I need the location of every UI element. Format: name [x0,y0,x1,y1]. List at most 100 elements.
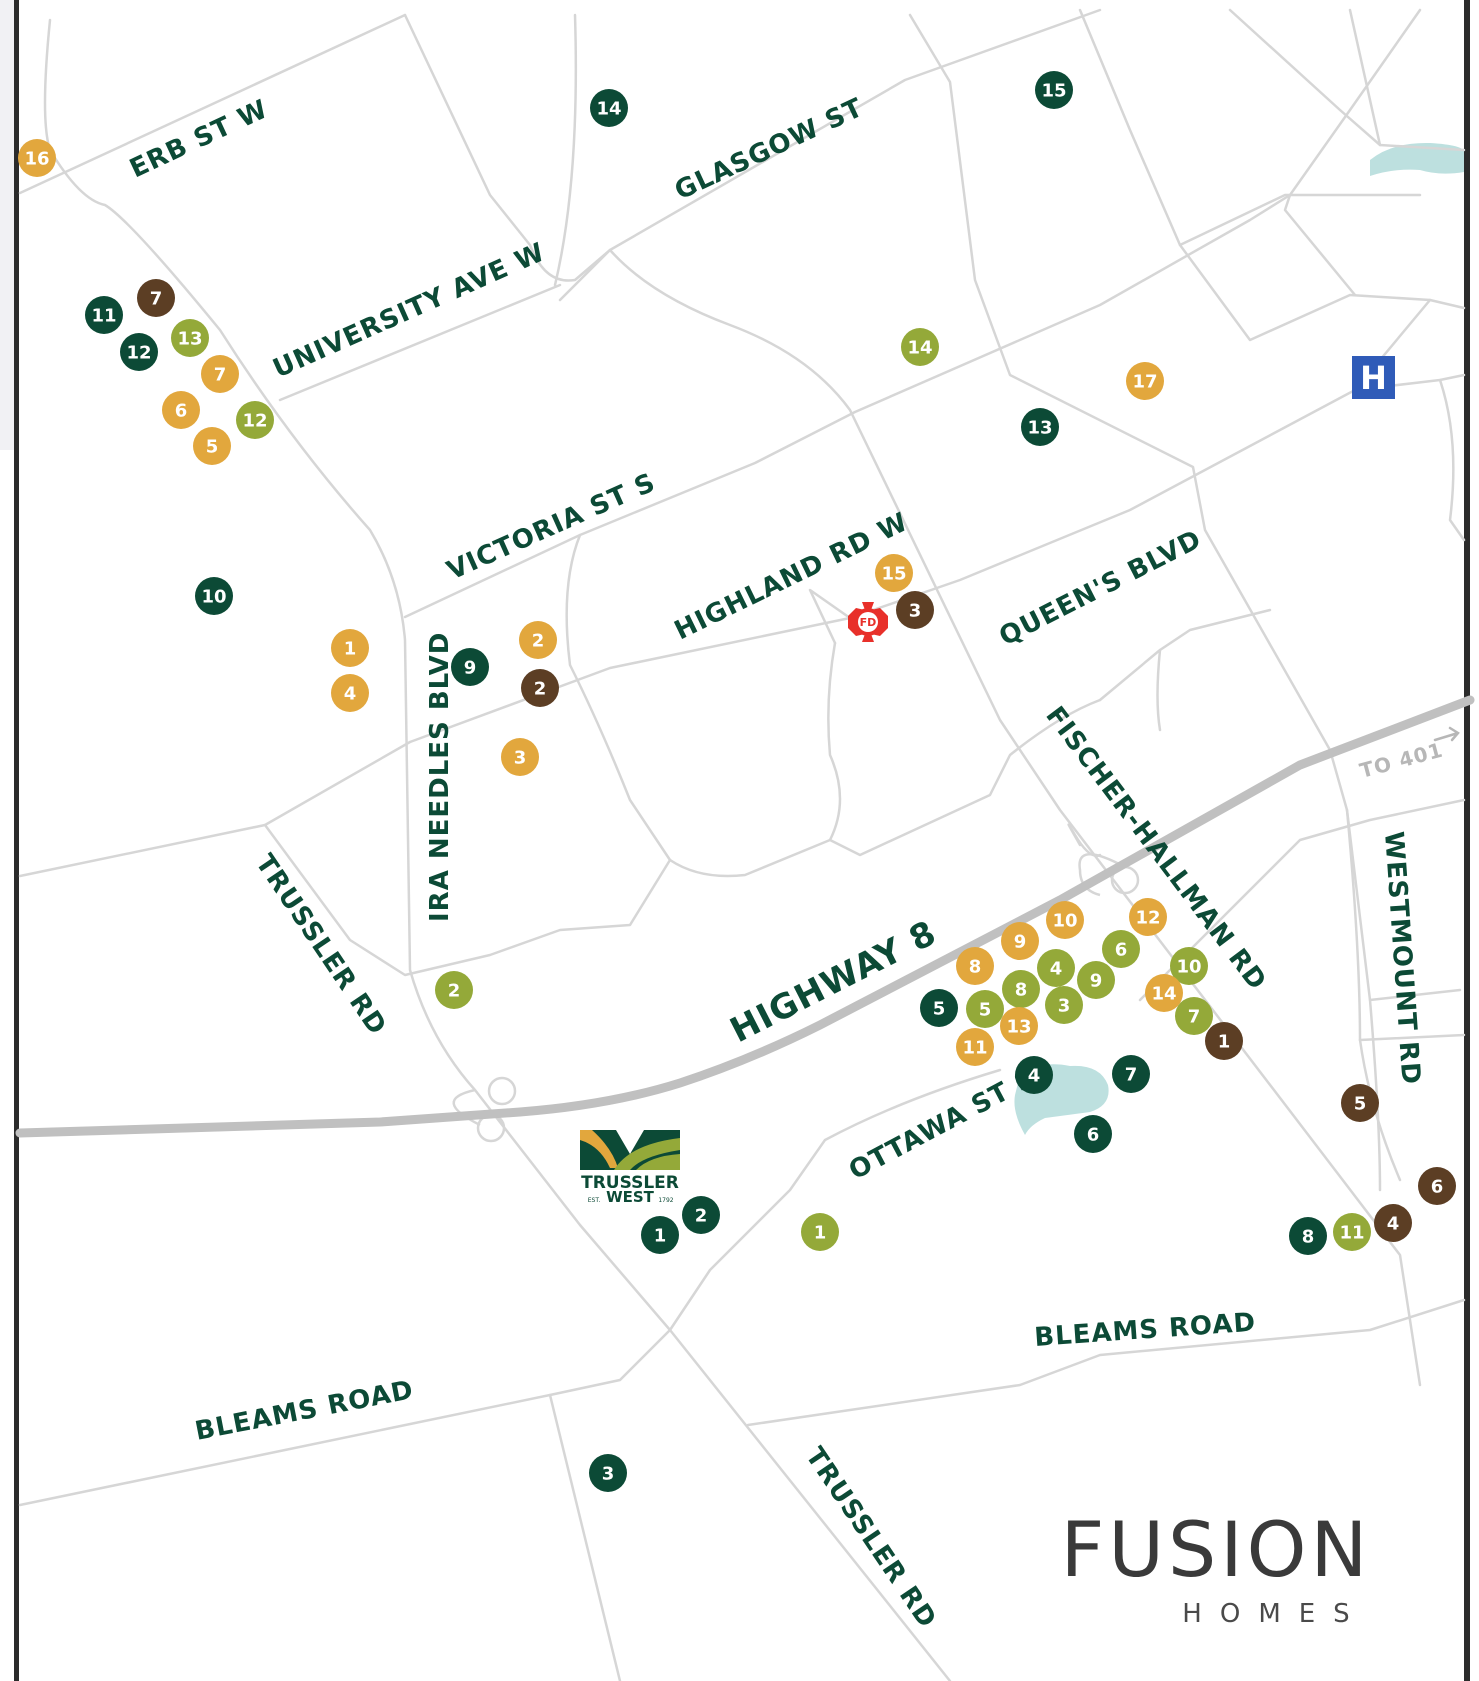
marker-number: 5 [1354,1094,1367,1115]
marker-number: 6 [175,401,188,422]
map-marker[interactable]: 11 [956,1028,994,1066]
map-marker[interactable]: 6 [162,391,200,429]
map-marker[interactable]: 8 [1002,970,1040,1008]
map-marker[interactable]: 10 [1170,947,1208,985]
map-marker[interactable]: 2 [521,669,559,707]
marker-number: 5 [933,999,946,1020]
map-marker[interactable]: 9 [1077,961,1115,999]
marker-dot [956,947,994,985]
marker-dot [1077,961,1115,999]
fire-department-marker: FD [848,602,888,642]
marker-dot [875,554,913,592]
map-marker[interactable]: 8 [1289,1217,1327,1255]
map-marker[interactable]: 10 [195,577,233,615]
marker-number: 1 [814,1223,827,1244]
marker-dot [1045,986,1083,1024]
map-marker[interactable]: 2 [435,971,473,1009]
logo-field-olive-2 [636,1154,680,1170]
marker-number: 9 [1014,932,1027,953]
map-marker[interactable]: 9 [1001,922,1039,960]
highway-8-line [15,695,1475,1138]
map-marker[interactable]: 3 [896,591,934,629]
marker-dot [519,621,557,659]
map-marker[interactable]: 10 [1046,901,1084,939]
map-marker[interactable]: 13 [171,319,209,357]
map-marker[interactable]: 1 [331,629,369,667]
map-marker[interactable]: 5 [966,990,1004,1028]
map-marker[interactable]: 6 [1418,1167,1456,1205]
marker-dot [1035,71,1073,109]
map-marker[interactable]: 12 [120,333,158,371]
map-marker[interactable]: 13 [1021,408,1059,446]
marker-dot [896,591,934,629]
map-marker[interactable]: 3 [589,1454,627,1492]
map-marker[interactable]: 15 [1035,71,1073,109]
map-marker[interactable]: 14 [1145,974,1183,1012]
marker-dot [85,296,123,334]
map-marker[interactable]: 1 [801,1213,839,1251]
marker-number: 17 [1132,372,1157,393]
map-marker[interactable]: 5 [1341,1084,1379,1122]
marker-number: 3 [1058,996,1071,1017]
map-marker[interactable]: 4 [1015,1056,1053,1094]
marker-number: 2 [532,631,545,652]
map-marker[interactable]: 3 [501,738,539,776]
marker-number: 7 [1188,1007,1201,1028]
fire-icon-center [858,612,878,632]
map-marker[interactable]: 5 [920,989,958,1027]
marker-number: 4 [1028,1066,1041,1087]
marker-dot [1037,949,1075,987]
map-marker[interactable]: 7 [1112,1055,1150,1093]
map-marker[interactable]: 4 [1037,949,1075,987]
fusion-homes-logo: FUSION HOMES [1061,1505,1368,1629]
map-marker[interactable]: 7 [137,279,175,317]
map-marker[interactable]: 8 [956,947,994,985]
map-marker[interactable]: 14 [901,328,939,366]
marker-dot [1126,362,1164,400]
marker-dot [1129,898,1167,936]
map-marker[interactable]: 1 [641,1216,679,1254]
map-marker[interactable]: 15 [875,554,913,592]
map-marker[interactable]: 7 [1175,997,1213,1035]
marker-number: 8 [1302,1227,1315,1248]
map-marker[interactable]: 4 [331,674,369,712]
map-marker[interactable]: 16 [18,139,56,177]
map-marker[interactable]: 13 [1000,1007,1038,1045]
map-marker[interactable]: 5 [193,427,231,465]
map-marker[interactable]: 11 [1333,1213,1371,1251]
trussler-logo-sub: WEST [606,1188,655,1206]
marker-dot [1102,930,1140,968]
marker-dot [801,1213,839,1251]
map-marker[interactable]: 9 [451,648,489,686]
map-marker[interactable]: 2 [682,1196,720,1234]
map-marker[interactable]: 2 [519,621,557,659]
marker-number: 2 [448,981,461,1002]
map-marker[interactable]: 12 [236,401,274,439]
map-marker[interactable]: 17 [1126,362,1164,400]
marker-dot [1333,1213,1371,1251]
map-marker[interactable]: 3 [1045,986,1083,1024]
marker-dot [1374,1204,1412,1242]
map-marker[interactable]: 12 [1129,898,1167,936]
map-marker[interactable]: 4 [1374,1204,1412,1242]
map-marker[interactable]: 1 [1205,1022,1243,1060]
marker-dot [1074,1115,1112,1153]
frame-left [14,0,19,1681]
map-marker[interactable]: 6 [1074,1115,1112,1153]
map-marker[interactable]: 11 [85,296,123,334]
trussler-logo-name: TRUSSLER [581,1173,679,1193]
map-marker[interactable]: 7 [201,355,239,393]
map-marker[interactable]: 6 [1102,930,1140,968]
marker-number: 10 [1176,957,1201,978]
marker-number: 15 [881,564,906,585]
marker-dot [195,577,233,615]
fusion-logo-sub: HOMES [1182,1599,1367,1629]
trussler-west-logo: TRUSSLER WEST EST. 1792 [580,1130,680,1206]
marker-dot [1000,1007,1038,1045]
map-marker[interactable]: 14 [590,89,628,127]
marker-number: 6 [1115,940,1128,961]
marker-dot [1170,947,1208,985]
marker-number: 9 [464,658,477,679]
